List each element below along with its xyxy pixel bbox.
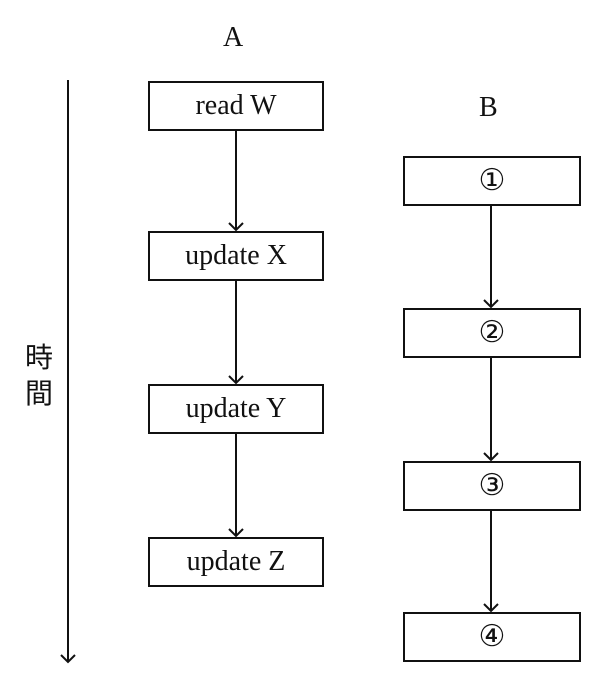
process-a-step-update-y: update Y bbox=[148, 384, 324, 434]
time-axis-label-line-1: 時 bbox=[24, 341, 53, 374]
process-b-step-2: ② bbox=[403, 308, 581, 358]
process-a-step-update-z: update Z bbox=[148, 537, 324, 587]
process-b-step-3: ③ bbox=[403, 461, 581, 511]
process-b-step-4: ④ bbox=[403, 612, 581, 662]
process-a-label: A bbox=[223, 22, 244, 53]
time-axis-label: 時 間 bbox=[22, 340, 56, 412]
time-axis-label-line-2: 間 bbox=[24, 377, 53, 410]
process-a-step-read-w: read W bbox=[148, 81, 324, 131]
process-b-label: B bbox=[479, 92, 498, 123]
process-b-step-1: ① bbox=[403, 156, 581, 206]
process-a-step-update-x: update X bbox=[148, 231, 324, 281]
